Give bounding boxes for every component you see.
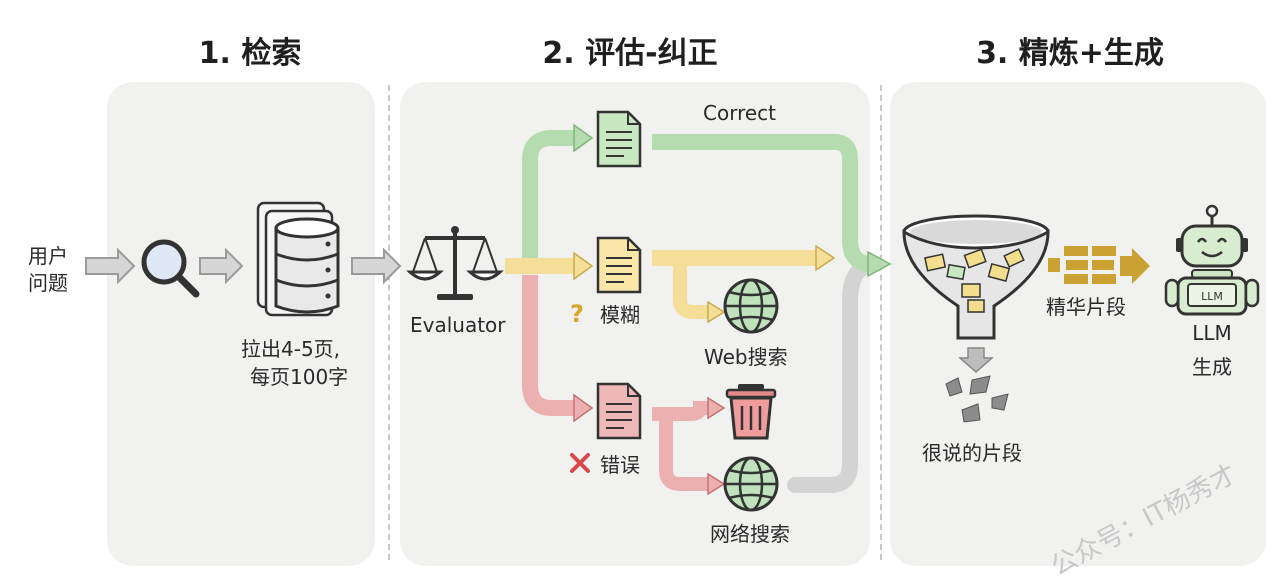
retrieve-panel: [107, 82, 375, 566]
trash-icon: [725, 384, 777, 440]
correct-path: [522, 130, 578, 258]
step-title-evaluate: 2. 评估-纠正: [542, 36, 718, 71]
globe-icon-web: [723, 278, 779, 334]
llm-label-1: LLM: [1192, 321, 1232, 345]
step-title-refine: 3. 精炼+生成: [976, 36, 1164, 71]
input-arrow-3: [351, 247, 402, 285]
docs-label-2: 每页100字: [250, 365, 349, 389]
evaluator-label: Evaluator: [410, 313, 506, 337]
discard-arrow: [958, 347, 994, 373]
cross-icon: [570, 453, 590, 473]
essence-arrow: [1048, 246, 1150, 284]
divider-2: [880, 85, 882, 560]
gray-return-path: [787, 256, 878, 493]
essence-label: 精华片段: [1046, 295, 1126, 319]
robot-icon: LLM: [1164, 204, 1260, 316]
network-search-label: 网络搜索: [710, 522, 790, 546]
question-icon: ?: [570, 300, 584, 328]
web-search-label: Web搜索: [704, 345, 788, 369]
divider-1: [388, 85, 390, 560]
wrong-path: [522, 275, 578, 416]
correct-label: Correct: [703, 101, 776, 125]
ambiguous-label: 模糊: [600, 303, 640, 327]
docs-label-1: 拉出4-5页,: [241, 337, 341, 361]
correct-path-long: [652, 134, 873, 272]
database-icon: [256, 201, 340, 317]
svg-text:LLM: LLM: [1201, 290, 1223, 303]
wrong-label: 错误: [600, 453, 640, 477]
user-question-label-1: 用户: [28, 244, 68, 268]
discarded-label: 很说的片段: [922, 441, 1022, 465]
step-title-retrieve: 1. 检索: [198, 36, 302, 71]
search-icon: [141, 239, 200, 298]
scale-icon: [406, 226, 504, 300]
document-icon-ambiguous: [596, 236, 642, 294]
discarded-fragments: [945, 375, 1009, 423]
document-icon-correct: [596, 110, 642, 168]
funnel-icon: [902, 214, 1050, 340]
llm-label-2: 生成: [1192, 355, 1232, 379]
input-arrow-2: [199, 247, 244, 285]
globe-icon-network: [723, 456, 779, 512]
input-arrow-1: [85, 247, 136, 285]
document-icon-wrong: [596, 382, 642, 440]
user-question-label-2: 问题: [28, 271, 68, 295]
refine-panel: [890, 82, 1266, 566]
